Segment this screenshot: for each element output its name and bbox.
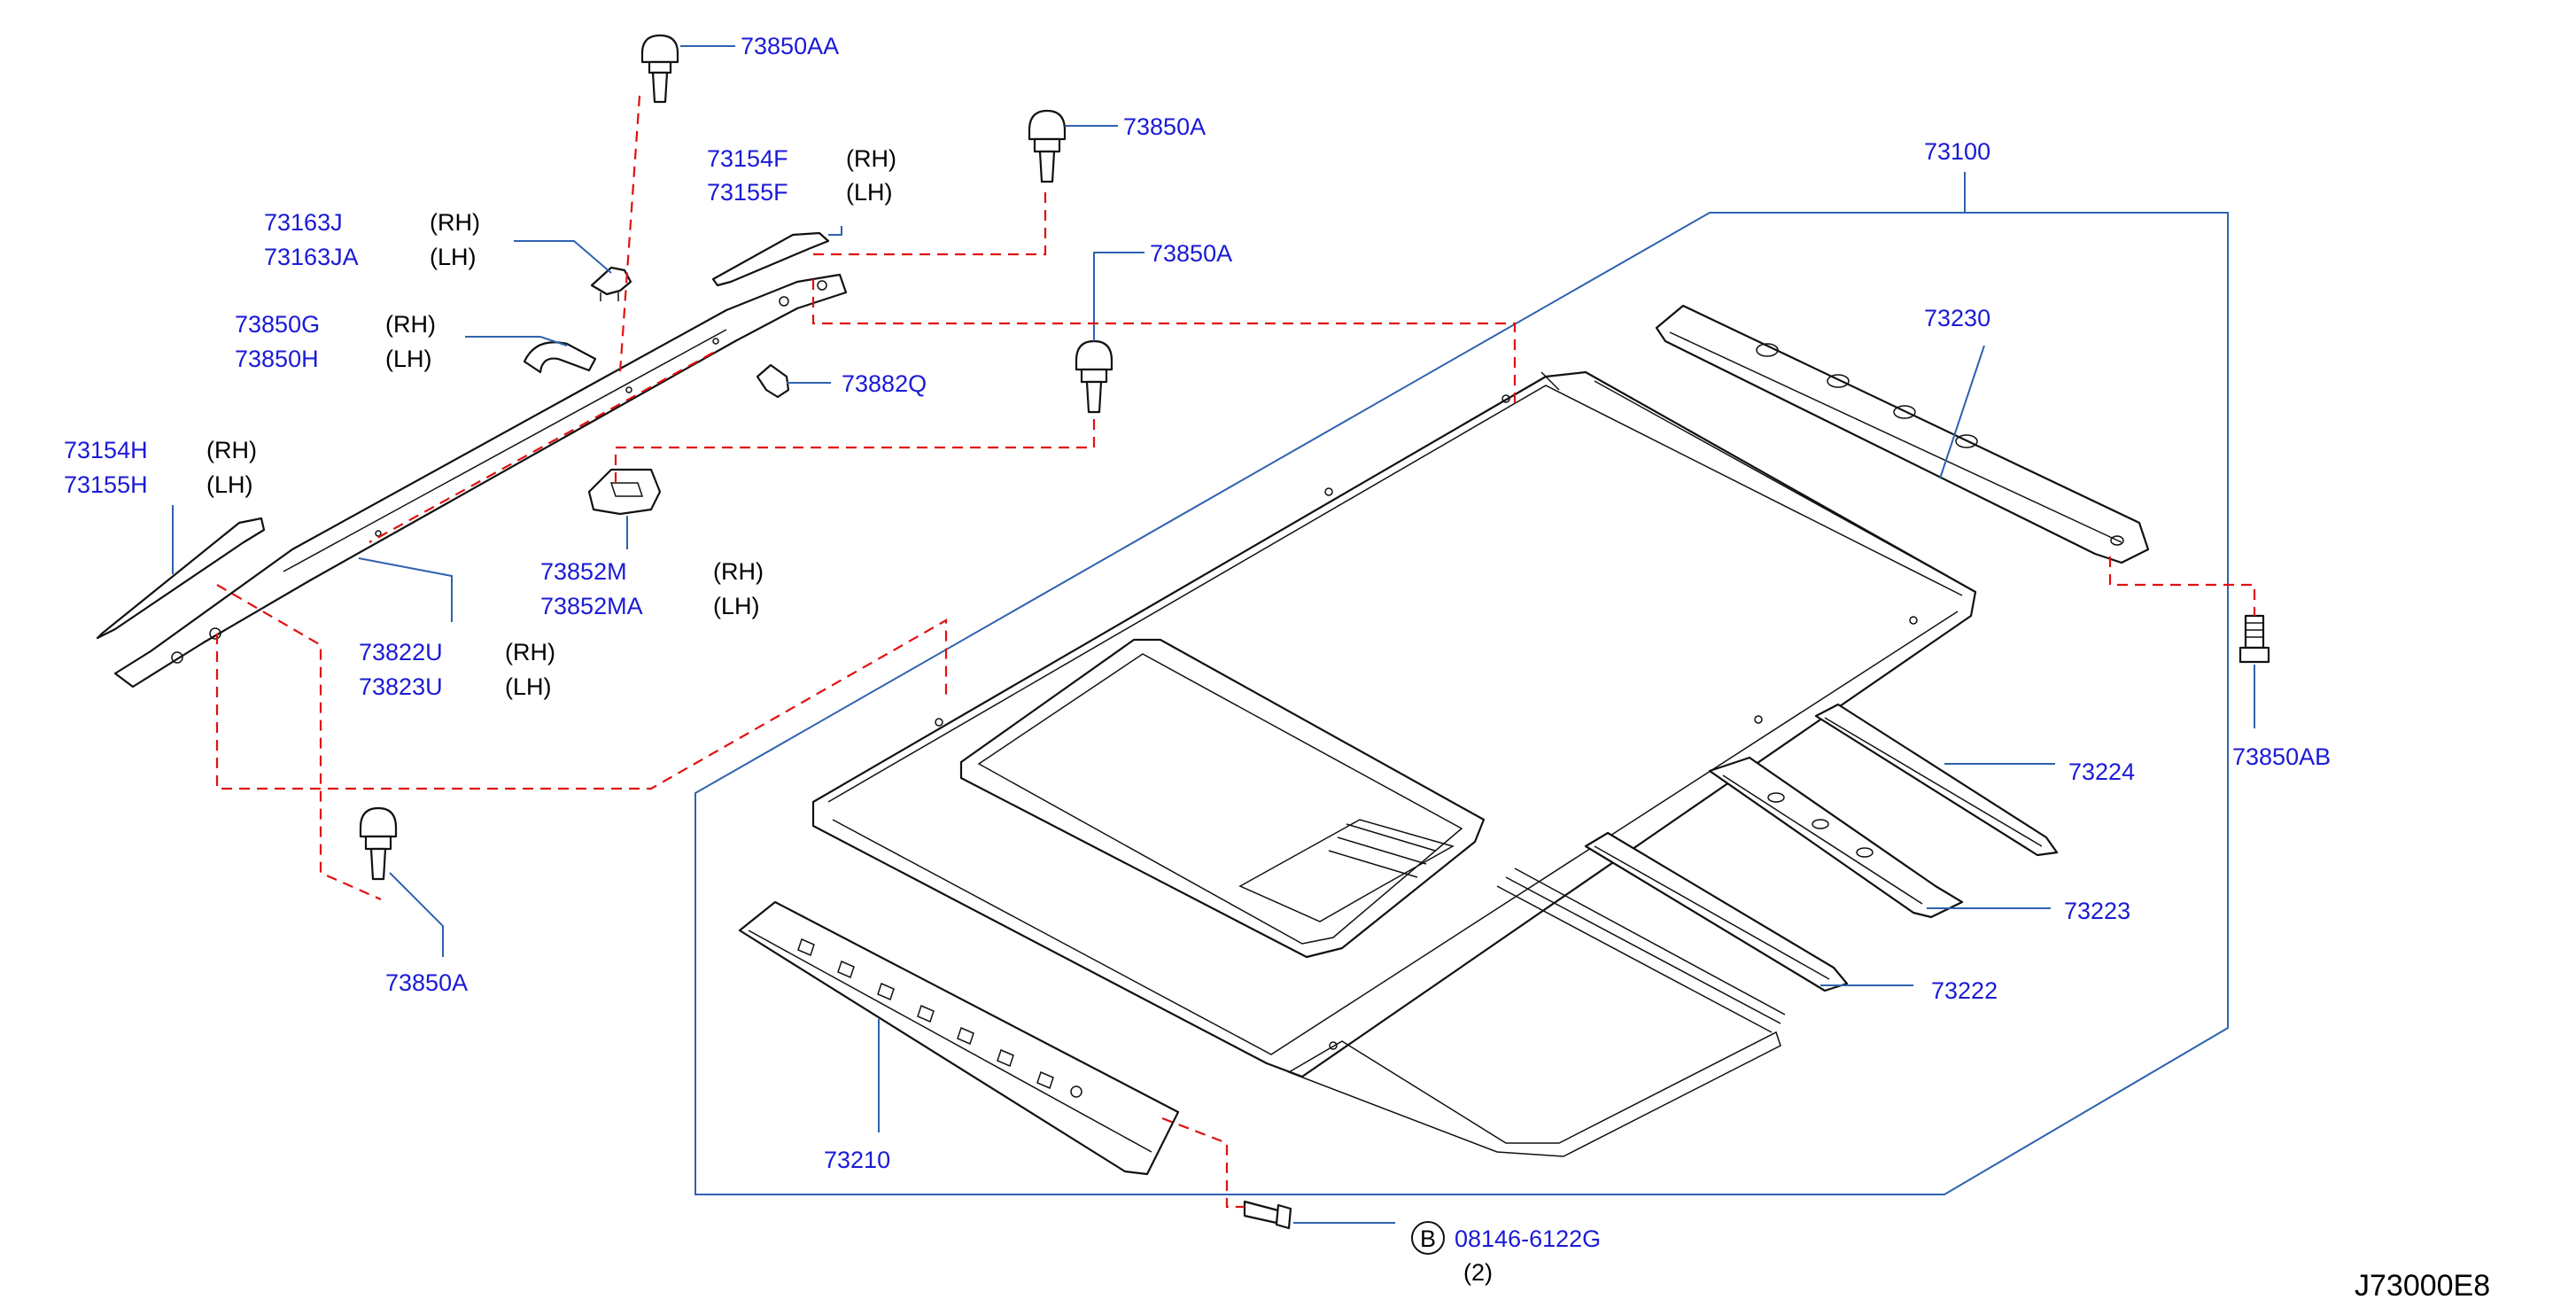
label-73850G-side: (RH) <box>385 311 436 338</box>
roof-assembly-boundary <box>694 212 2229 1195</box>
label-73163JA-side: (LH) <box>430 244 477 270</box>
label-73210: 73210 <box>824 1147 890 1173</box>
roof-bow-73224 <box>1814 703 2059 857</box>
label-73154H-side: (RH) <box>206 437 257 463</box>
end-cap-73163J <box>590 266 632 301</box>
label-73222: 73222 <box>1931 977 1998 1004</box>
roof-panel-73100 <box>811 370 1977 1157</box>
rear-rail-73230 <box>1655 304 2150 564</box>
dashed-guide-lines <box>215 95 2256 1209</box>
diagram-id: J73000E8 <box>2355 1269 2490 1303</box>
label-73822U-side: (RH) <box>505 639 555 665</box>
label-73155F: 73155F <box>707 179 788 206</box>
label-73163J-side: (RH) <box>430 209 480 236</box>
label-73850G: 73850G <box>235 311 320 338</box>
label-08146-6122G: 08146-6122G <box>1455 1226 1601 1252</box>
label-73100: 73100 <box>1924 138 1990 165</box>
label-73163J: 73163J <box>264 209 343 236</box>
label-73163JA: 73163JA <box>264 244 359 270</box>
label-73850H-side: (LH) <box>385 346 432 372</box>
label-73155H-side: (LH) <box>206 471 253 498</box>
label-73852M: 73852M <box>540 558 627 585</box>
label-73154H: 73154H <box>64 437 148 463</box>
label-73850A-low: 73850A <box>385 969 468 996</box>
label-73852MA: 73852MA <box>540 593 643 619</box>
bolt-marker-circle <box>1411 1221 1445 1255</box>
bracket-73852M <box>587 468 662 516</box>
leader-lines <box>172 45 2255 1224</box>
clip-73882Q <box>756 363 790 399</box>
roof-bow-73222 <box>1584 831 1849 992</box>
label-73850H: 73850H <box>235 346 319 372</box>
bolt-marker-letter: B <box>1420 1226 1436 1252</box>
label-73822U: 73822U <box>359 639 443 665</box>
label-73852M-side: (RH) <box>713 558 764 585</box>
label-73882Q: 73882Q <box>842 370 927 397</box>
label-73852MA-side: (LH) <box>713 593 760 619</box>
label-73224: 73224 <box>2068 759 2135 785</box>
label-73154F-side: (RH) <box>846 145 896 172</box>
label-73850A-mid: 73850A <box>1150 240 1232 267</box>
clip-73850A-top <box>1028 109 1067 183</box>
roof-rack-rail <box>113 273 848 689</box>
label-bolt-quantity: (2) <box>1463 1259 1493 1286</box>
rail-cover-73154F <box>711 231 830 287</box>
rail-cover-73154H <box>96 517 266 640</box>
roof-bow-73223 <box>1708 756 1964 919</box>
label-73850AB: 73850AB <box>2232 743 2331 770</box>
label-73823U-side: (LH) <box>505 673 552 700</box>
label-73223: 73223 <box>2064 898 2130 924</box>
front-rail-73210 <box>738 900 1180 1176</box>
label-73155H: 73155H <box>64 471 148 498</box>
clip-73850A-low <box>359 806 398 881</box>
label-73154F: 73154F <box>707 145 788 172</box>
label-73823U: 73823U <box>359 673 443 700</box>
label-73850A-top: 73850A <box>1123 113 1206 140</box>
label-73850AA: 73850AA <box>741 33 839 59</box>
clip-73850A-mid <box>1075 339 1113 414</box>
label-73230: 73230 <box>1924 305 1990 331</box>
bolt-08146-6122G <box>1243 1200 1292 1230</box>
label-73155F-side: (LH) <box>846 179 893 206</box>
clip-73850AB <box>2238 614 2270 664</box>
end-cap-73850G <box>523 341 597 374</box>
clip-73850AA <box>640 34 679 104</box>
